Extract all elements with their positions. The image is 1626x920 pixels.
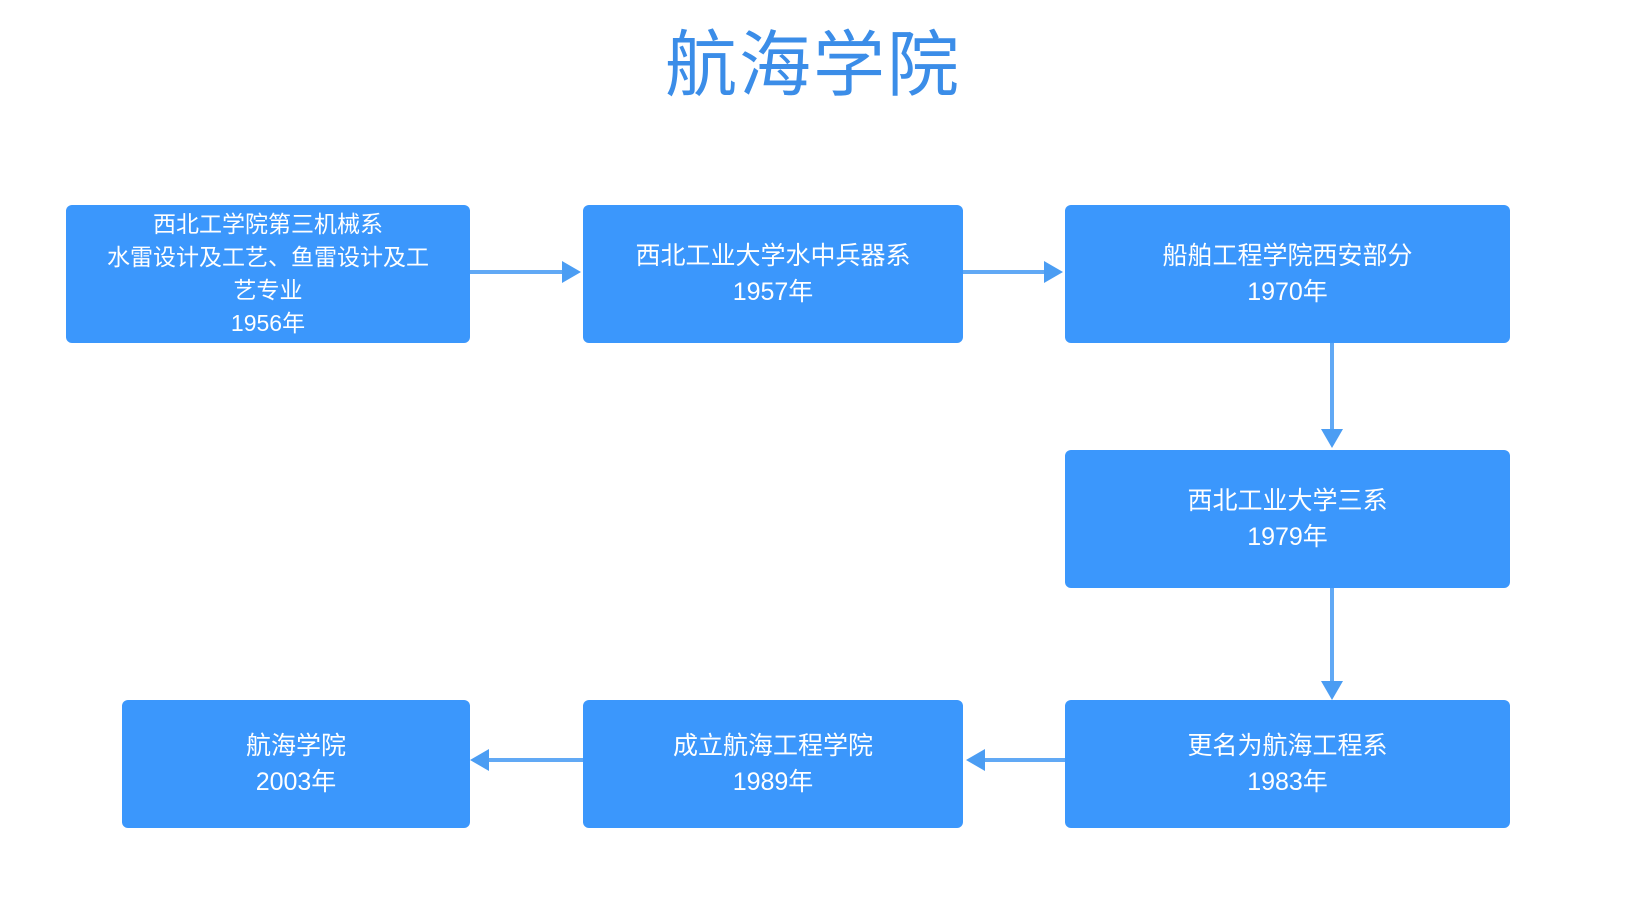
edge-shaft xyxy=(1330,343,1334,431)
edge-shaft xyxy=(963,270,1046,274)
page-title: 航海学院 xyxy=(664,26,961,106)
node-line: 西北工学院第三机械系 xyxy=(153,211,383,237)
arrowhead-down-icon xyxy=(1321,681,1343,700)
edge-shaft xyxy=(470,270,564,274)
node-line: 艺专业 xyxy=(233,277,303,303)
flow-node-1957[interactable]: 西北工业大学水中兵器系 1957年 xyxy=(583,205,963,343)
flow-node-1956[interactable]: 西北工学院第三机械系 水雷设计及工艺、鱼雷设计及工 艺专业 1956年 xyxy=(66,205,470,343)
node-line: 更名为航海工程系 xyxy=(1187,732,1388,760)
node-year: 1970年 xyxy=(1247,278,1328,306)
node-line: 船舶工程学院西安部分 xyxy=(1162,242,1413,270)
arrowhead-left-icon xyxy=(470,749,489,771)
node-year: 2003年 xyxy=(255,768,337,796)
flow-node-2003[interactable]: 航海学院 2003年 xyxy=(122,700,470,828)
flow-node-1989[interactable]: 成立航海工程学院 1989年 xyxy=(583,700,963,828)
node-year: 1979年 xyxy=(1247,523,1328,551)
node-line: 成立航海工程学院 xyxy=(672,732,873,760)
edge-shaft xyxy=(1330,588,1334,683)
node-year: 1983年 xyxy=(1247,768,1328,796)
edge-shaft xyxy=(985,758,1065,762)
node-year: 1956年 xyxy=(230,310,306,336)
node-year: 1989年 xyxy=(732,768,814,796)
flow-node-1970[interactable]: 船舶工程学院西安部分 1970年 xyxy=(1065,205,1510,343)
arrowhead-right-icon xyxy=(1044,261,1063,283)
arrowhead-down-icon xyxy=(1321,429,1343,448)
node-line: 西北工业大学水中兵器系 xyxy=(635,242,911,270)
node-year: 1957年 xyxy=(732,278,814,306)
node-line: 航海学院 xyxy=(245,732,346,760)
flow-node-1983[interactable]: 更名为航海工程系 1983年 xyxy=(1065,700,1510,828)
arrowhead-right-icon xyxy=(562,261,581,283)
node-line: 西北工业大学三系 xyxy=(1187,487,1388,515)
arrowhead-left-icon xyxy=(966,749,985,771)
edge-shaft xyxy=(489,758,583,762)
flow-node-1979[interactable]: 西北工业大学三系 1979年 xyxy=(1065,450,1510,588)
node-line: 水雷设计及工艺、鱼雷设计及工 xyxy=(107,244,429,270)
